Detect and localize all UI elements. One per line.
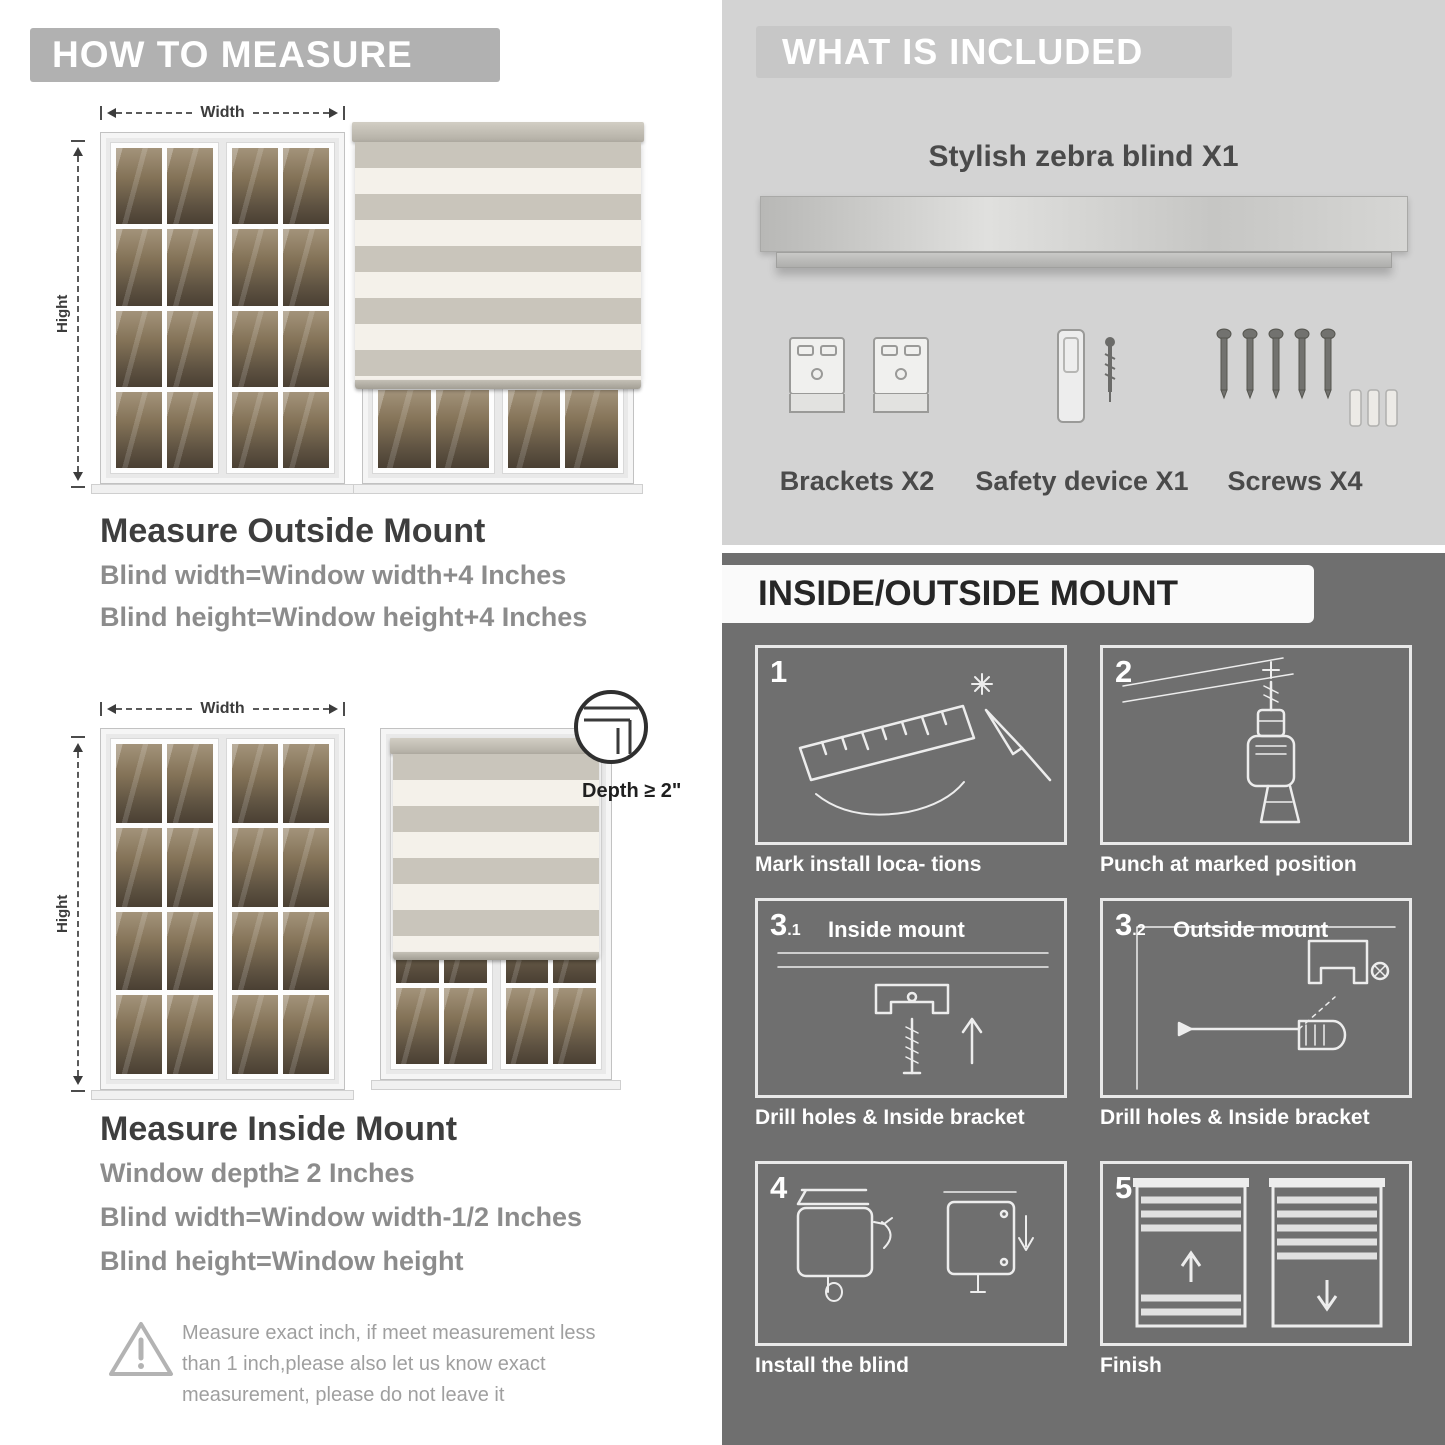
brackets-label: Brackets X2 (779, 466, 935, 496)
arrow-left-icon (102, 704, 116, 714)
step-4-panel: 4 (755, 1161, 1067, 1346)
inside-mount-title: Measure Inside Mount (100, 1110, 458, 1148)
blind-bottom-rail (355, 380, 641, 389)
width-label: Width (200, 700, 245, 717)
install-blind-illustration (796, 1188, 1034, 1302)
zebra-blind-outside-mount (352, 122, 644, 389)
inside-mount-line1: Window depth≥ 2 Inches (100, 1158, 415, 1188)
screws-icon (1216, 328, 1398, 427)
height-label: Hight (54, 294, 71, 334)
step-3-1-panel: 3.1 Inside mount (755, 898, 1067, 1098)
what-is-included-header: WHAT IS INCLUDED (756, 26, 1232, 78)
height-label: Hight (54, 894, 71, 934)
outside-bracket-illustration (1136, 926, 1396, 1090)
how-to-measure-header: HOW TO MEASURE (30, 28, 500, 82)
safety-device-icon (1057, 329, 1116, 423)
blind-cassette (352, 122, 644, 142)
blind-cassette (390, 738, 602, 754)
step-3-2-panel: 3.2 Outside mount (1100, 898, 1412, 1098)
what-is-included-section: WHAT IS INCLUDED Stylish zebra blind X1 (722, 0, 1445, 545)
zebra-blind-inside-mount (390, 738, 602, 960)
arrow-right-icon (329, 704, 343, 714)
step-2-caption: Punch at marked position (1100, 853, 1357, 876)
warning-triangle-icon (109, 1322, 173, 1376)
step-number: 3 (770, 907, 788, 942)
screws-label: Screws X4 (1227, 466, 1363, 496)
mount-instructions-section: INSIDE/OUTSIDE MOUNT 1 2 (722, 553, 1445, 1445)
step-number: 3 (1115, 907, 1133, 942)
step-3-2-caption: Drill holes & Inside bracket (1100, 1106, 1370, 1129)
blind-bands (393, 754, 599, 952)
bracket-icon (789, 337, 845, 413)
blind-headrail-illustration (760, 196, 1408, 252)
window-sill (91, 484, 354, 494)
bracket-icon (873, 337, 929, 413)
window-sill (91, 1090, 354, 1100)
step-number: 5 (1115, 1170, 1133, 1205)
step-1-panel: 1 (755, 645, 1067, 845)
safety-device-label: Safety device X1 (975, 466, 1189, 496)
step-3-1-caption: Drill holes & Inside bracket (755, 1106, 1025, 1129)
step-number: 2 (1115, 654, 1133, 689)
inside-mount-line2: Blind width=Window width-1/2 Inches (100, 1202, 583, 1232)
outside-mount-line1: Blind width=Window width+4 Inches (100, 560, 567, 590)
step-number: 1 (770, 654, 788, 689)
window-sill (353, 484, 643, 494)
inside-mount-line3: Blind height=Window height (100, 1246, 464, 1276)
window-with-blind-outside (352, 122, 644, 494)
height-arrow-inside: Hight (50, 736, 85, 1092)
blind-headrail-lip (776, 252, 1392, 268)
blind-item-label: Stylish zebra blind X1 (928, 140, 1239, 173)
width-arrow: Width (100, 104, 345, 122)
width-label: Width (200, 104, 245, 121)
step-number: 4 (770, 1170, 788, 1205)
step-1-caption: Mark install loca- tions (755, 853, 982, 876)
arrow-down-icon (73, 472, 83, 486)
outside-mount-line2: Blind height=Window height+4 Inches (100, 602, 588, 632)
step-2-panel: 2 (1100, 645, 1412, 845)
step-5-panel: 5 (1100, 1161, 1412, 1346)
window-illustration-inside (91, 728, 354, 1100)
window-illustration-outside (91, 132, 354, 494)
depth-label: Depth ≥ 2" (582, 780, 682, 802)
arrow-down-icon (73, 1076, 83, 1090)
width-arrow-inside: Width (100, 700, 345, 718)
window-with-blind-inside (371, 728, 621, 1090)
depth-callout-circle (574, 690, 648, 764)
outside-mount-title: Measure Outside Mount (100, 512, 486, 550)
arrow-right-icon (329, 108, 343, 118)
window-corner-detail-icon (584, 706, 638, 754)
window-sill (371, 1080, 621, 1090)
warning-text: Measure exact inch, if meet measurement … (182, 1322, 596, 1406)
step-4-caption: Install the blind (755, 1354, 910, 1377)
drill-illustration (1122, 657, 1301, 824)
inside-bracket-illustration (777, 952, 1049, 1075)
arrow-left-icon (102, 108, 116, 118)
step-3-1-title: Inside mount (828, 917, 965, 942)
blind-bottom-rail (393, 952, 599, 960)
arrow-up-icon (73, 738, 83, 752)
height-arrow: Hight (50, 140, 85, 488)
mark-location-illustration (798, 673, 1052, 816)
finish-blinds-illustration (1133, 1178, 1385, 1328)
step-3-2-title: Outside mount (1173, 917, 1329, 942)
blind-bands (355, 142, 641, 380)
arrow-up-icon (73, 142, 83, 156)
mount-header: INSIDE/OUTSIDE MOUNT (722, 565, 1314, 623)
step-5-caption: Finish (1100, 1354, 1162, 1377)
